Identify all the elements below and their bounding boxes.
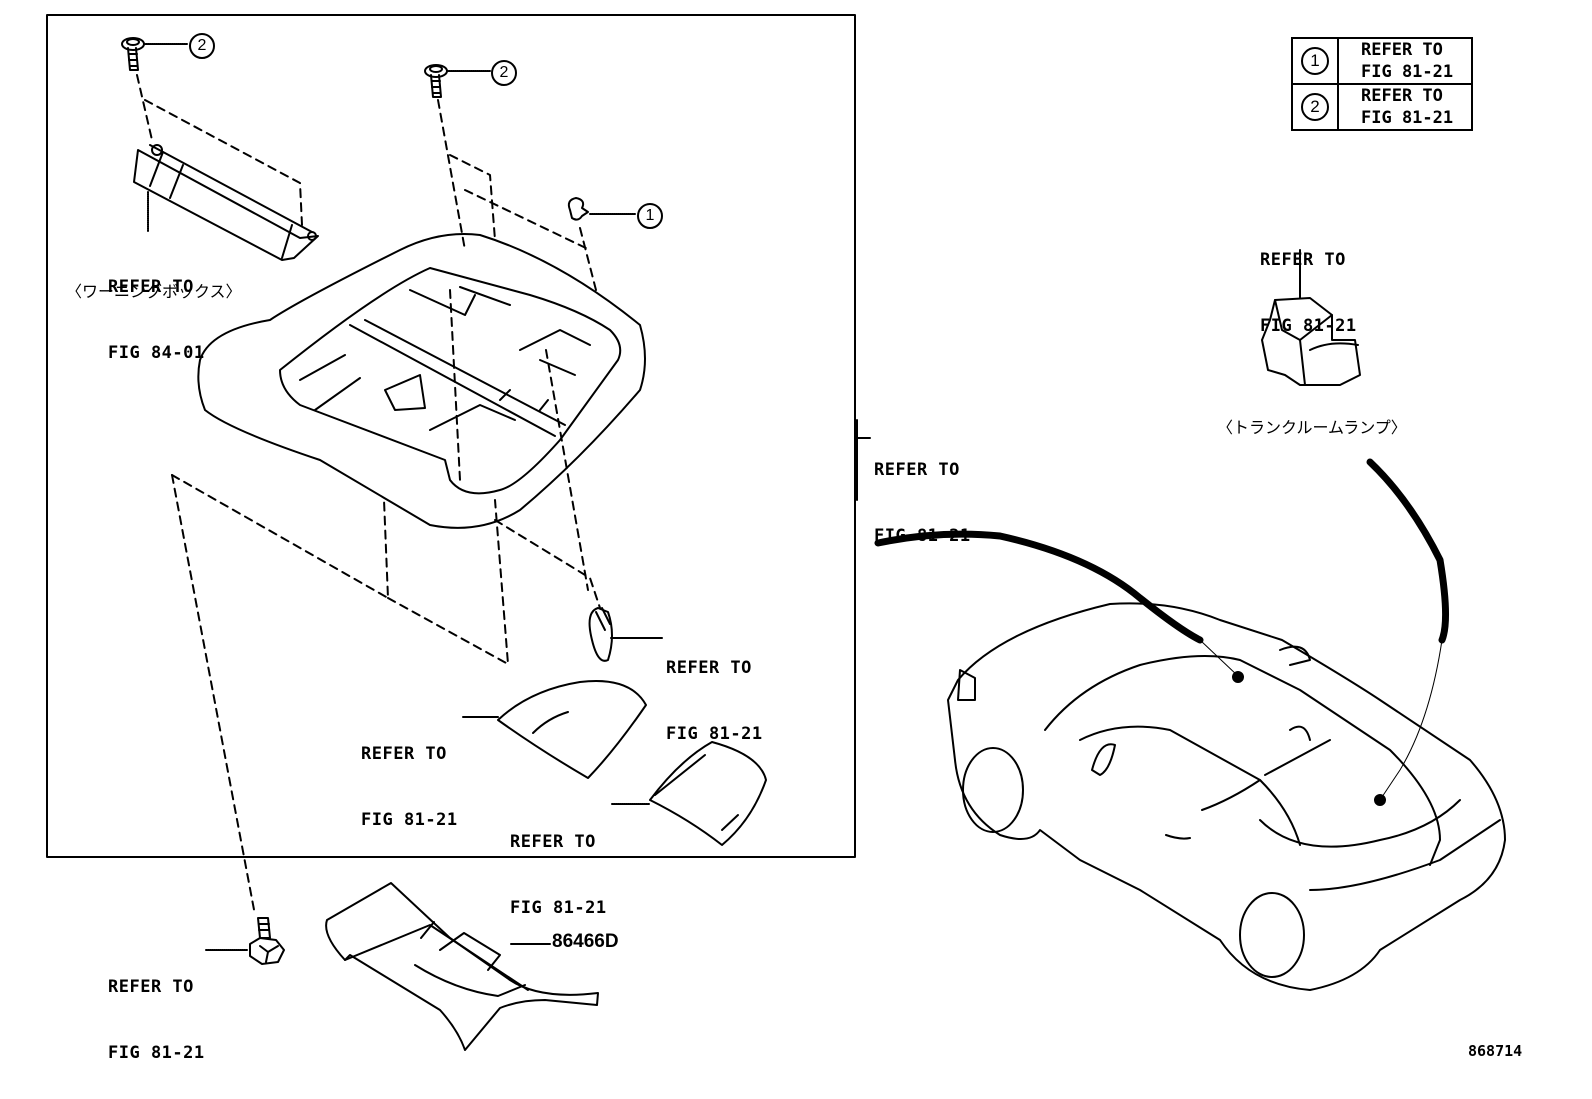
- ref-line2: FIG 81-21: [510, 898, 607, 918]
- lens-1-ref-label[interactable]: REFER TO FIG 81-21: [361, 699, 458, 853]
- callout-screw-left[interactable]: 2: [189, 33, 215, 59]
- warning-box-ref-label[interactable]: REFER TO FIG 84-01: [108, 232, 205, 386]
- ref-line1: REFER TO: [361, 744, 447, 764]
- lens-2-ref-label[interactable]: REFER TO FIG 81-21: [510, 787, 607, 941]
- screw-center-icon: [424, 64, 491, 98]
- locator-pointer-lines: [874, 458, 1450, 806]
- bulb-icon: [588, 607, 663, 662]
- legend-text-line2[interactable]: FIG 81-21: [1361, 108, 1454, 128]
- ref-line1: REFER TO: [510, 832, 596, 852]
- console-assembly-ref-label[interactable]: REFER TO FIG 81-21: [874, 415, 971, 569]
- console-leader-line: [856, 419, 871, 501]
- ref-line2: FIG 81-21: [108, 1043, 205, 1063]
- warning-box-jp-label: 〈ワーニングボックス〉: [66, 282, 242, 301]
- trunk-lamp-jp-label: 〈トランクルームランプ〉: [1217, 418, 1407, 437]
- lens-2-icon: [611, 741, 767, 846]
- bulb-ref-label[interactable]: REFER TO FIG 81-21: [666, 613, 763, 767]
- trunk-room-lamp-icon: [1261, 249, 1361, 386]
- cover-86466d: [325, 882, 599, 1051]
- warning-box-bracket: [133, 144, 319, 261]
- legend-text-line1: REFER TO: [1361, 40, 1443, 60]
- ref-line2: FIG 81-21: [874, 526, 971, 546]
- part-number-label[interactable]: 86466D: [552, 931, 619, 952]
- trunk-lamp-ref-label[interactable]: REFER TO FIG 81-21: [1260, 205, 1357, 359]
- clip-icon: [567, 197, 637, 221]
- ref-line2: FIG 81-21: [361, 810, 458, 830]
- vehicle-outline: [947, 602, 1506, 991]
- ref-line2: FIG 81-21: [1260, 316, 1357, 336]
- ref-line1: REFER TO: [1260, 250, 1346, 270]
- assembly-guide-lines: [136, 74, 601, 916]
- legend-ref-badge: 2: [1301, 93, 1329, 121]
- ref-line1: REFER TO: [874, 460, 960, 480]
- ref-line2: FIG 81-21: [666, 724, 763, 744]
- legend-text-line1: REFER TO: [1361, 86, 1443, 106]
- ref-line1: REFER TO: [666, 658, 752, 678]
- legend-text-line2[interactable]: FIG 81-21: [1361, 62, 1454, 82]
- callout-screw-center[interactable]: 2: [491, 60, 517, 86]
- ref-line1: REFER TO: [108, 977, 194, 997]
- legend-ref-badge: 1: [1301, 47, 1329, 75]
- bolt-ref-label[interactable]: REFER TO FIG 81-21: [108, 932, 205, 1086]
- bolt-icon: [205, 917, 285, 965]
- lens-1-icon: [462, 680, 647, 779]
- assembly-frame: [46, 14, 856, 858]
- overhead-console: [197, 233, 646, 529]
- ref-line2: FIG 84-01: [108, 343, 205, 363]
- ref-line1: REFER TO: [108, 277, 194, 297]
- screw-left-icon: [121, 37, 189, 71]
- figure-number: 868714: [1468, 1042, 1523, 1060]
- callout-clip[interactable]: 1: [637, 203, 663, 229]
